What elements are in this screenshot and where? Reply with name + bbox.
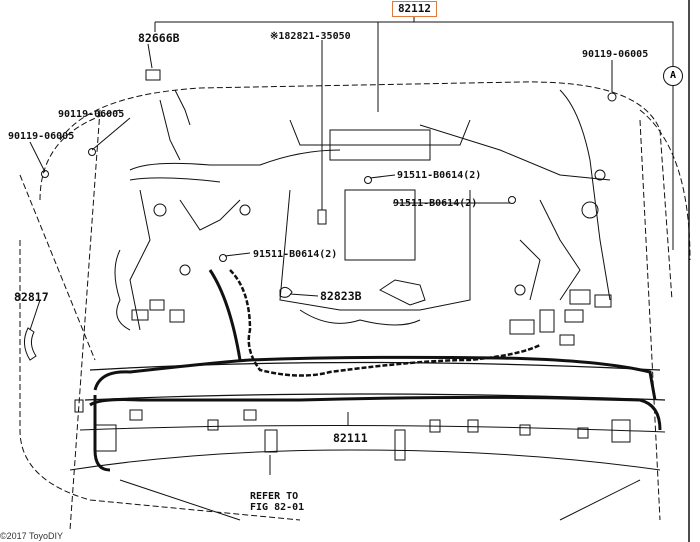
part-label-90119-left2[interactable]: 90119-06005: [8, 131, 75, 142]
part-label-91511-c[interactable]: 91511-B0614(2): [253, 249, 338, 260]
part-label-91511-b[interactable]: 91511-B0614(2): [393, 198, 478, 209]
part-label-91511-a[interactable]: 91511-B0614(2): [397, 170, 482, 181]
part-number-main-box[interactable]: 82112: [392, 1, 437, 17]
part-label-90119-left1[interactable]: 90119-06005: [58, 109, 125, 120]
part-label-90119-top[interactable]: 90119-06005: [582, 49, 649, 60]
part-label-82817[interactable]: 82817: [14, 290, 49, 304]
part-label-82111[interactable]: 82111: [333, 431, 368, 445]
copyright-text: ©2017 ToyoDIY: [0, 531, 64, 541]
refer-note-line2[interactable]: FIG 82-01: [250, 502, 305, 513]
part-label-82821[interactable]: ※182821-35050: [270, 31, 351, 42]
refer-note-line1: REFER TO: [250, 491, 299, 502]
part-label-82666b[interactable]: 82666B: [138, 31, 180, 45]
reference-circle-a: A: [663, 66, 683, 86]
part-label-82823b[interactable]: 82823B: [320, 289, 362, 303]
